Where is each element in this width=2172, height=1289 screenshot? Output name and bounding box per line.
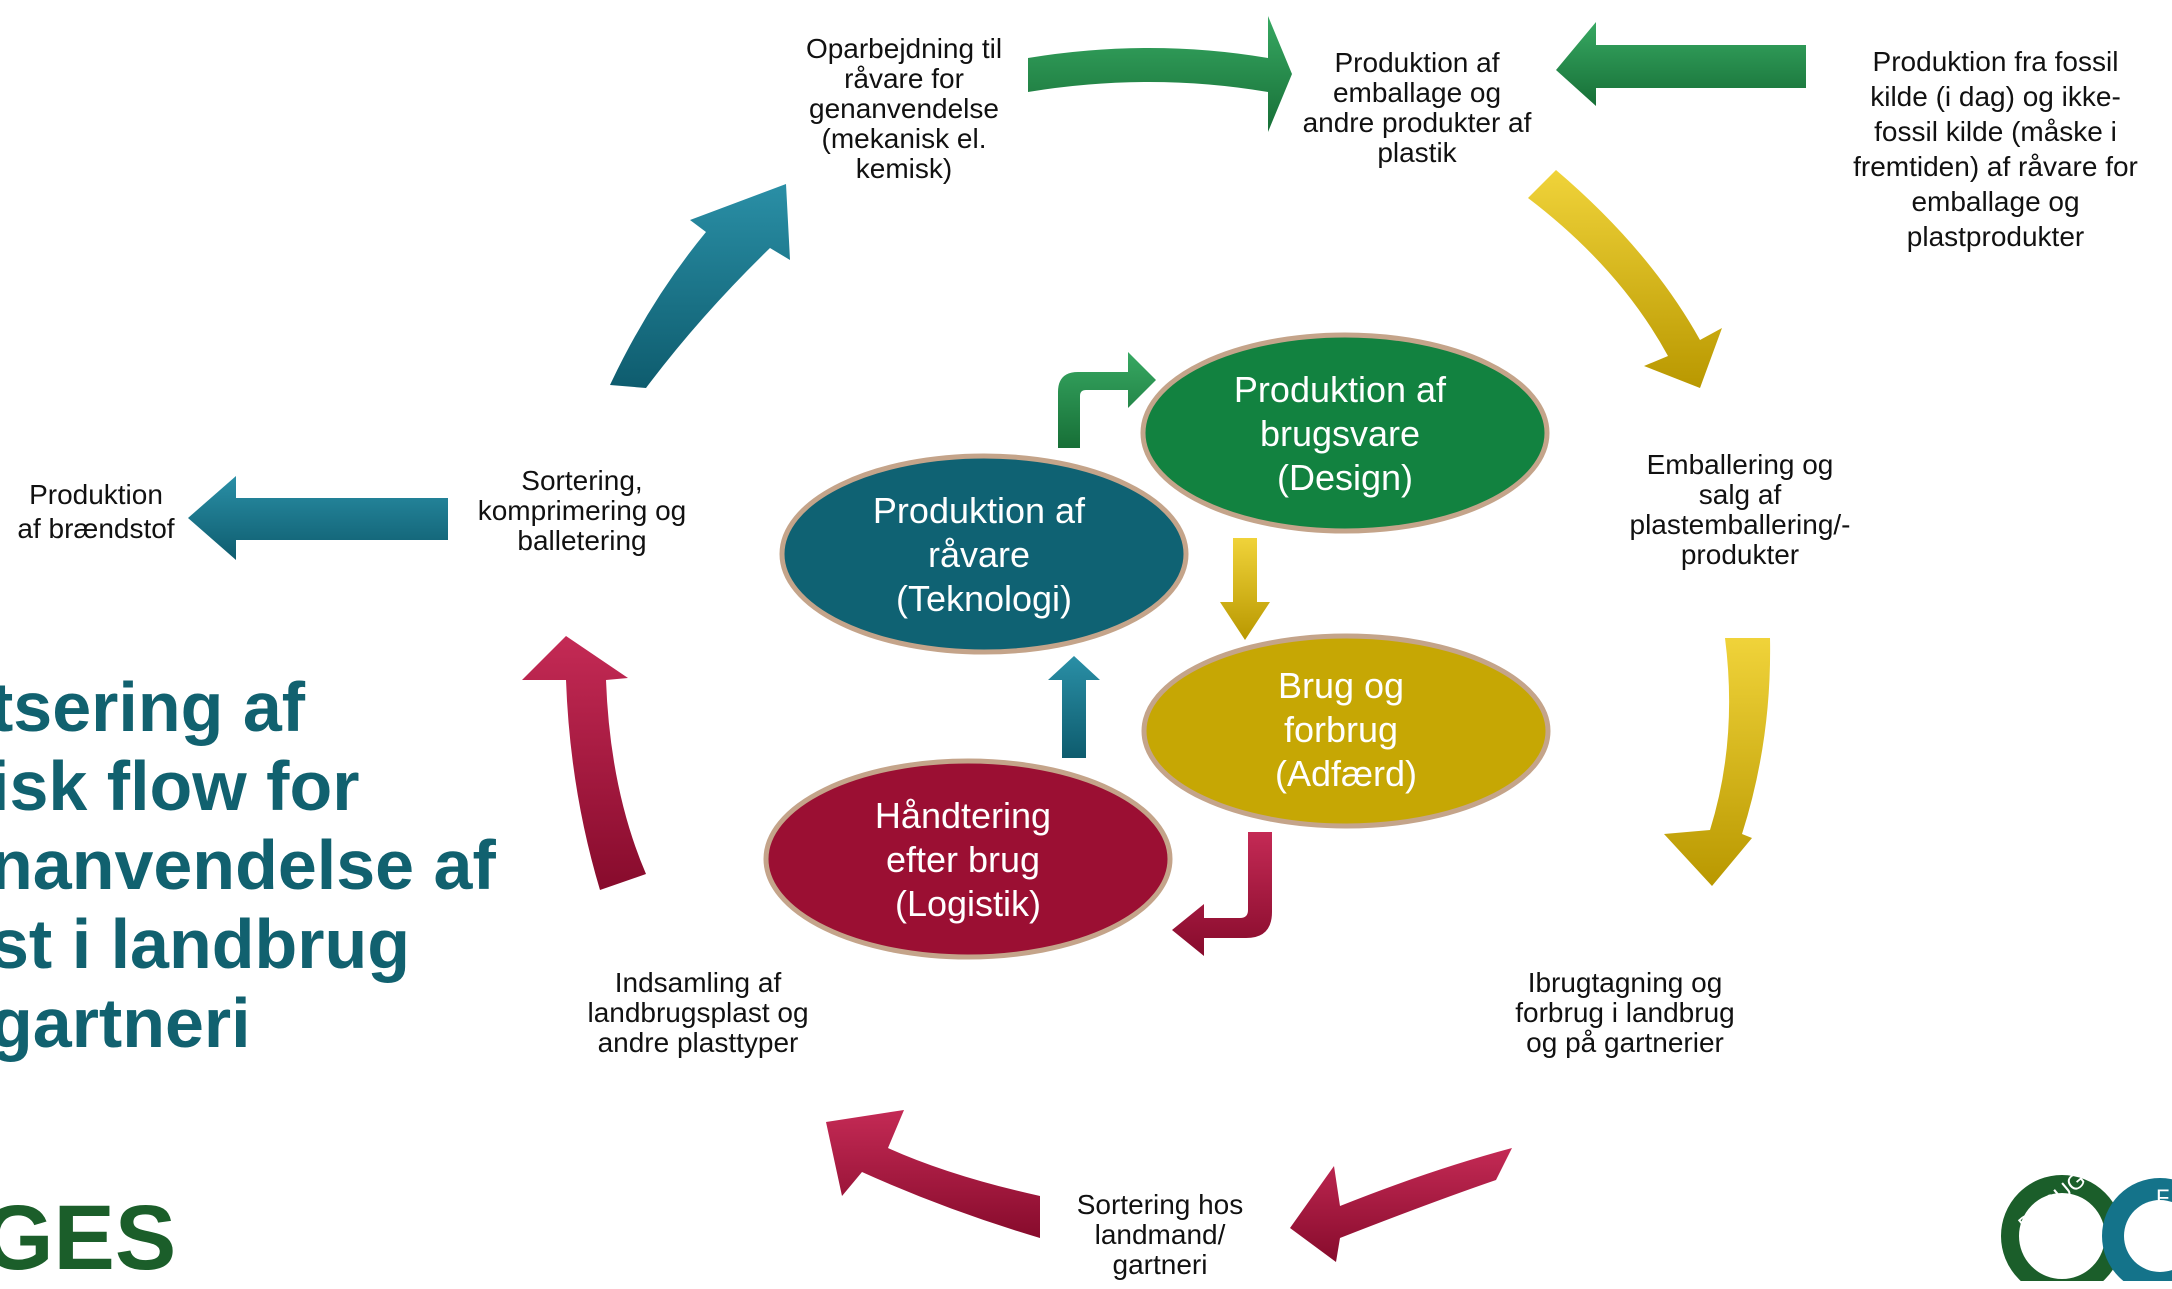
logistik-line-2: efter brug [886, 839, 1040, 880]
teknologi-ellipse: Produktion af råvare (Teknologi) [779, 453, 1189, 655]
inner-arrow-logistik-to-teknologi [1048, 656, 1100, 758]
arrow-sortering-hos-to-indsamling [826, 1110, 1040, 1238]
design-line-2: brugsvare [1260, 413, 1420, 454]
arrow-ibrugtagning-to-sortering-hos [1290, 1148, 1512, 1262]
arrow-oparbejdning-to-produktion [1028, 16, 1292, 132]
logistik-line-3: (Logistik) [895, 883, 1041, 924]
svg-text:Produktion af råvare: Produktion af råvare (Teknologi) [873, 490, 1095, 619]
adfaerd-ellipse: Brug og forbrug (Adfærd) [1141, 633, 1551, 829]
logistik-line-1: Håndtering [875, 795, 1051, 836]
inner-arrow-teknologi-to-design [1058, 352, 1156, 448]
seal-logo: DBRUG F [2001, 1167, 2172, 1281]
label-emballering: Emballering og salg af plastemballering/… [1629, 449, 1851, 570]
inner-arrow-design-to-adfaerd [1220, 538, 1270, 640]
arrow-indsamling-to-sortering [522, 636, 646, 890]
label-fossil: Produktion fra fossil kilde (i dag) og i… [1853, 46, 2138, 252]
seal-text-right: F [2156, 1185, 2169, 1210]
label-sortering: Sortering, komprimering og balletering [477, 465, 687, 556]
label-produktion-emballage: Produktion af emballage og andre produkt… [1302, 47, 1532, 168]
label-oparbejdning: Oparbejdning til råvare for genanvendels… [805, 33, 1003, 184]
design-ellipse: Produktion af brugsvare (Design) [1140, 332, 1550, 534]
arrow-sortering-to-braendstof [188, 476, 448, 560]
adfaerd-line-3: (Adfærd) [1275, 753, 1417, 794]
arrow-sortering-to-oparbejdning [610, 184, 790, 388]
logo-text: GES [0, 1187, 177, 1289]
teknologi-line-2: råvare [928, 534, 1030, 575]
svg-text:Produktion af brugsvare: Produktion af brugsvare (Design) [1234, 369, 1456, 498]
svg-text:Brug og forbrug (A: Brug og forbrug (Adfærd) [1275, 665, 1417, 794]
design-line-3: (Design) [1277, 457, 1413, 498]
label-ibrugtagning: Ibrugtagning og forbrug i landbrug og på… [1515, 967, 1735, 1058]
inner-arrow-adfaerd-to-logistik [1172, 832, 1272, 956]
label-indsamling: Indsamling af landbrugsplast og andre pl… [587, 967, 809, 1058]
svg-text:Håndtering efter brug: Håndtering efter brug (Logistik) [875, 795, 1061, 924]
label-braendstof: Produktion af brændstof [17, 479, 175, 544]
label-sortering-hos: Sortering hos landmand/ gartneri [1076, 1189, 1244, 1280]
arrow-fossil-to-produktion [1556, 22, 1806, 106]
page-title: tsering af isk flow for nanvendelse af s… [0, 668, 496, 1062]
teknologi-line-1: Produktion af [873, 490, 1086, 531]
logistik-ellipse: Håndtering efter brug (Logistik) [763, 758, 1173, 960]
design-line-1: Produktion af [1234, 369, 1447, 410]
arrow-emballering-to-ibrugtagning [1664, 638, 1771, 886]
arrow-produktion-to-emballering [1528, 170, 1722, 388]
adfaerd-line-1: Brug og [1278, 665, 1404, 706]
teknologi-line-3: (Teknologi) [896, 578, 1072, 619]
adfaerd-line-2: forbrug [1284, 709, 1398, 750]
